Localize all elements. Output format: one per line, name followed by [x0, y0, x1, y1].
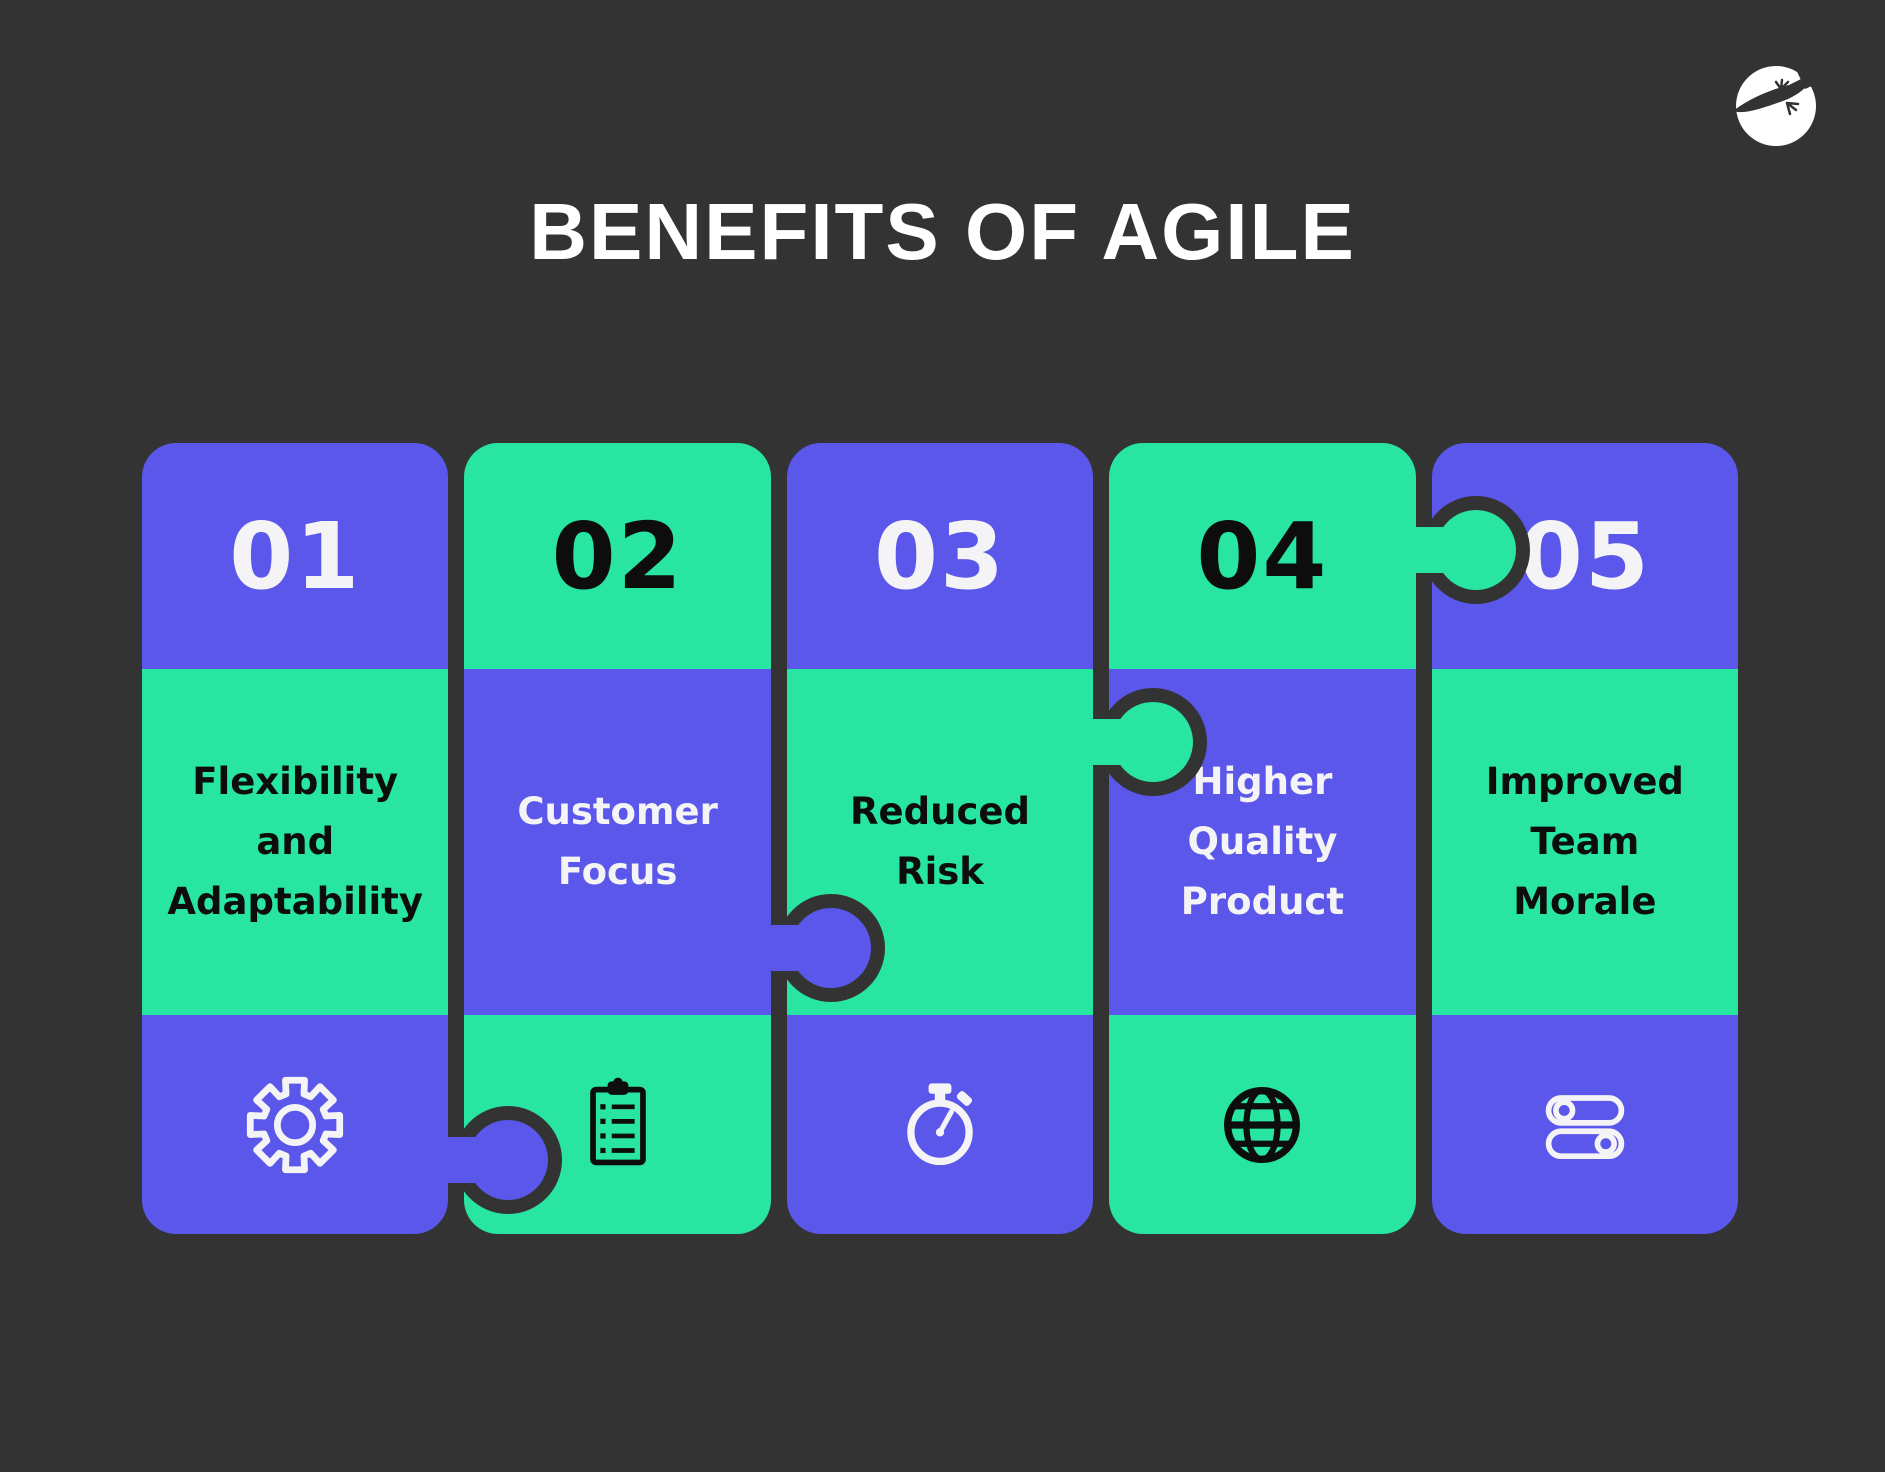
page-title: BENEFITS OF AGILE	[529, 187, 1356, 276]
card-02-icon-section	[464, 1015, 771, 1234]
clipboard-icon	[589, 1077, 646, 1165]
card-04-number-section: 04	[1109, 443, 1416, 669]
card-number: 05	[1518, 502, 1651, 610]
card-05-team-morale: 05 Improved Team Morale	[1431, 443, 1739, 1234]
card-02-label-section: Customer Focus	[464, 669, 771, 1015]
card-number: 04	[1196, 502, 1329, 610]
card-03-reduced-risk: 03 Reduced Risk	[786, 443, 1094, 1234]
card-label: Customer Focus	[517, 790, 718, 893]
card-label: Flexibility and Adaptability	[167, 760, 423, 923]
card-01-number-section: 01	[142, 443, 449, 669]
card-number: 02	[551, 502, 684, 610]
card-05-number-section: 05	[1431, 443, 1739, 669]
stopwatch-icon	[907, 1082, 973, 1165]
card-02-number-section: 02	[464, 443, 771, 669]
card-01-icon-section	[142, 1015, 449, 1234]
card-label: Reduced Risk	[850, 790, 1030, 893]
card-05-icon-section	[1431, 1015, 1739, 1234]
card-04-icon-section	[1109, 1015, 1416, 1234]
card-05-label-section: Improved Team Morale	[1431, 669, 1739, 1015]
card-04-label-section: Higher Quality Product	[1109, 669, 1416, 1015]
card-label: Improved Team Morale	[1485, 760, 1684, 923]
benefit-cards-row: 01 Flexibility and Adaptability 02 Custo…	[142, 443, 1739, 1234]
card-02-customer-focus: 02 Customer Focus	[464, 443, 771, 1234]
globe-icon	[1224, 1086, 1301, 1163]
card-03-icon-section	[786, 1015, 1094, 1234]
card-03-label-section: Reduced Risk	[786, 669, 1094, 1015]
toggles-icon	[1545, 1094, 1625, 1159]
card-label: Higher Quality Product	[1180, 760, 1345, 923]
gear-icon	[247, 1076, 344, 1173]
lizard-logo	[1733, 66, 1821, 146]
card-number: 01	[229, 502, 362, 610]
card-01-flexibility: 01 Flexibility and Adaptability	[142, 443, 449, 1234]
card-03-number-section: 03	[786, 443, 1094, 669]
card-04-higher-quality: 04 Higher Quality Product	[1109, 443, 1416, 1234]
card-01-label-section: Flexibility and Adaptability	[142, 669, 449, 1015]
card-number: 03	[874, 502, 1007, 610]
